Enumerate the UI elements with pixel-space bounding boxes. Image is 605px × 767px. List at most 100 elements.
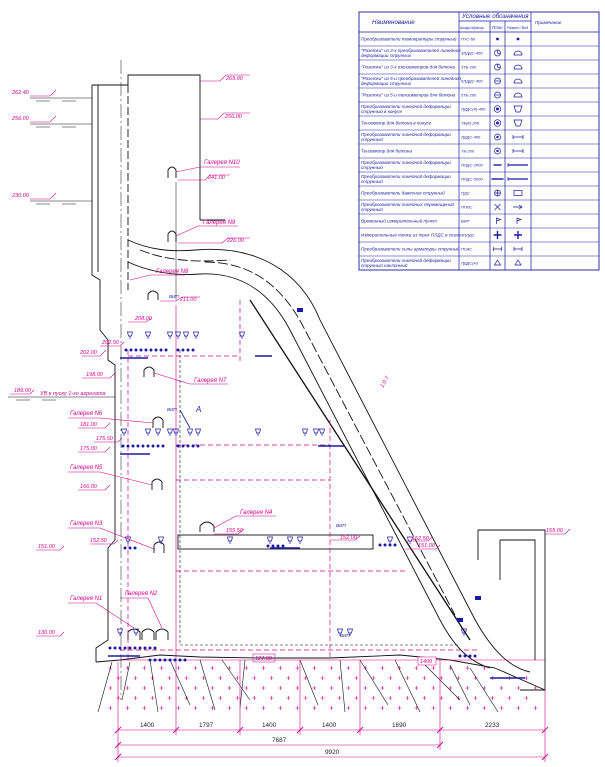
legend-symbol-tri-icon — [493, 259, 502, 266]
legend-row-code: ПДС — [461, 191, 470, 196]
rock-marker — [346, 666, 351, 670]
dam-structure — [8, 60, 546, 700]
gallery-2: Галерея N2 — [120, 591, 163, 629]
rock-marker — [363, 686, 368, 690]
elevation-211: 211.00 — [160, 296, 200, 303]
rock-marker — [133, 696, 138, 700]
sensor-row — [108, 646, 157, 650]
svg-text:175.00: 175.00 — [80, 446, 98, 452]
sensor-marker — [187, 428, 193, 436]
rock-marker — [286, 676, 291, 680]
rock-marker — [295, 686, 300, 690]
svg-text:262.40: 262.40 — [11, 90, 30, 96]
rock-marker — [533, 706, 538, 710]
rock-marker — [422, 696, 427, 700]
svg-text:Галерея N6: Галерея N6 — [70, 411, 103, 417]
rock-marker — [116, 696, 121, 700]
rock-marker — [278, 706, 283, 710]
rock-marker — [193, 686, 198, 690]
svg-text:152.50: 152.50 — [412, 536, 430, 542]
legend-row-name-cont: струнный — [361, 206, 383, 212]
legend-row-name: Временный измерительный пункт — [361, 218, 437, 224]
rock-marker — [431, 686, 436, 690]
sensor-marker — [337, 628, 343, 636]
legend-symbol-plus-icon — [514, 231, 522, 239]
legend-symbol-half-icon — [513, 92, 523, 98]
rock-marker — [295, 706, 300, 710]
legend-row-name-cont: деформации струнных — [361, 53, 412, 58]
svg-text:226.00: 226.00 — [226, 238, 245, 244]
rock-marker — [465, 686, 470, 690]
svg-text:Галерея N5: Галерея N5 — [70, 465, 103, 471]
rock-marker — [482, 706, 487, 710]
rock-marker — [380, 706, 385, 710]
elevation-202-50: 202.50 — [100, 340, 125, 347]
rock-marker — [227, 666, 232, 670]
legend-symbol-half-icon — [513, 50, 523, 56]
svg-text:166.00: 166.00 — [80, 484, 98, 490]
svg-text:265.00: 265.00 — [225, 76, 244, 82]
slope-label: 1:0.7 — [380, 375, 392, 389]
rock-marker — [337, 696, 342, 700]
legend-row-code: ПТС-60 — [461, 37, 476, 42]
elevation-256-left: 256.00 — [11, 115, 57, 123]
svg-text:152.00: 152.00 — [340, 535, 358, 541]
rock-marker — [261, 666, 266, 670]
elevation-262-40: 262.40 — [11, 89, 57, 97]
rock-marker — [133, 676, 138, 680]
legend-row-name: "Розетки" из 5-и преобразователей линейн… — [361, 75, 461, 81]
legend-symbol-half-icon — [513, 78, 523, 84]
legend-symbol-tri-icon — [514, 259, 522, 266]
rock-marker — [244, 686, 249, 690]
legend-row-name: Преобразователи линейных перемещений — [361, 201, 454, 207]
legend-row-name-cont: струнный — [361, 178, 383, 184]
legend-row-code: ПЛДС-5000 — [461, 177, 483, 182]
legend-row-code: ЛДДС-400 — [460, 135, 481, 140]
legend-row-code: ППЛС — [461, 205, 473, 210]
rock-marker — [524, 696, 529, 700]
rock-marker — [380, 686, 385, 690]
legend-row-code: ПЛДС-2000 — [461, 163, 483, 168]
sensor-row — [148, 658, 187, 662]
rock-marker — [278, 686, 283, 690]
dimension-chain: 1400 1797 1400 1400 1690 2233 7687 9920 — [114, 660, 549, 762]
rock-marker — [516, 686, 521, 690]
rock-marker — [278, 666, 283, 670]
rock-marker — [244, 706, 249, 710]
elevation-152-50-right: 152.50 — [405, 536, 433, 542]
sensor-marker — [195, 428, 201, 436]
rock-marker — [431, 706, 436, 710]
elevation-175-50: 175.50 — [94, 436, 123, 443]
rock-marker — [405, 676, 410, 680]
sensor-marker — [145, 331, 151, 339]
gallery-1: Галерея N1 — [68, 596, 135, 629]
gallery-6: Галерея N6 — [68, 411, 154, 424]
legend-symbol-dot-icon — [516, 37, 520, 41]
rock-marker — [244, 666, 249, 670]
svg-text:Галерея N10: Галерея N10 — [204, 160, 240, 166]
rock-marker — [312, 706, 317, 710]
sensor-marker — [167, 331, 173, 339]
elevation-202: 202.00 — [79, 349, 107, 357]
svg-text:151.00: 151.00 — [418, 543, 436, 549]
sensor-marker — [347, 628, 353, 636]
rock-marker — [159, 706, 164, 710]
rock-marker — [269, 676, 274, 680]
rock-marker — [380, 666, 385, 670]
rock-marker — [286, 696, 291, 700]
legend-header-code: Шифр образца — [460, 26, 484, 30]
svg-text:Галерея N7: Галерея N7 — [194, 378, 227, 384]
rock-marker — [320, 696, 325, 700]
legend-header-section: Разрез / Вид — [507, 26, 528, 30]
legend-row-name-cont: струнный — [361, 164, 383, 170]
rock-marker — [329, 666, 334, 670]
sensor-row — [378, 543, 397, 547]
elevation-155-50: 155.50 — [214, 528, 245, 535]
rock-marker — [167, 696, 172, 700]
rock-marker — [261, 686, 266, 690]
svg-text:241.00: 241.00 — [207, 175, 226, 181]
rock-marker — [499, 686, 504, 690]
